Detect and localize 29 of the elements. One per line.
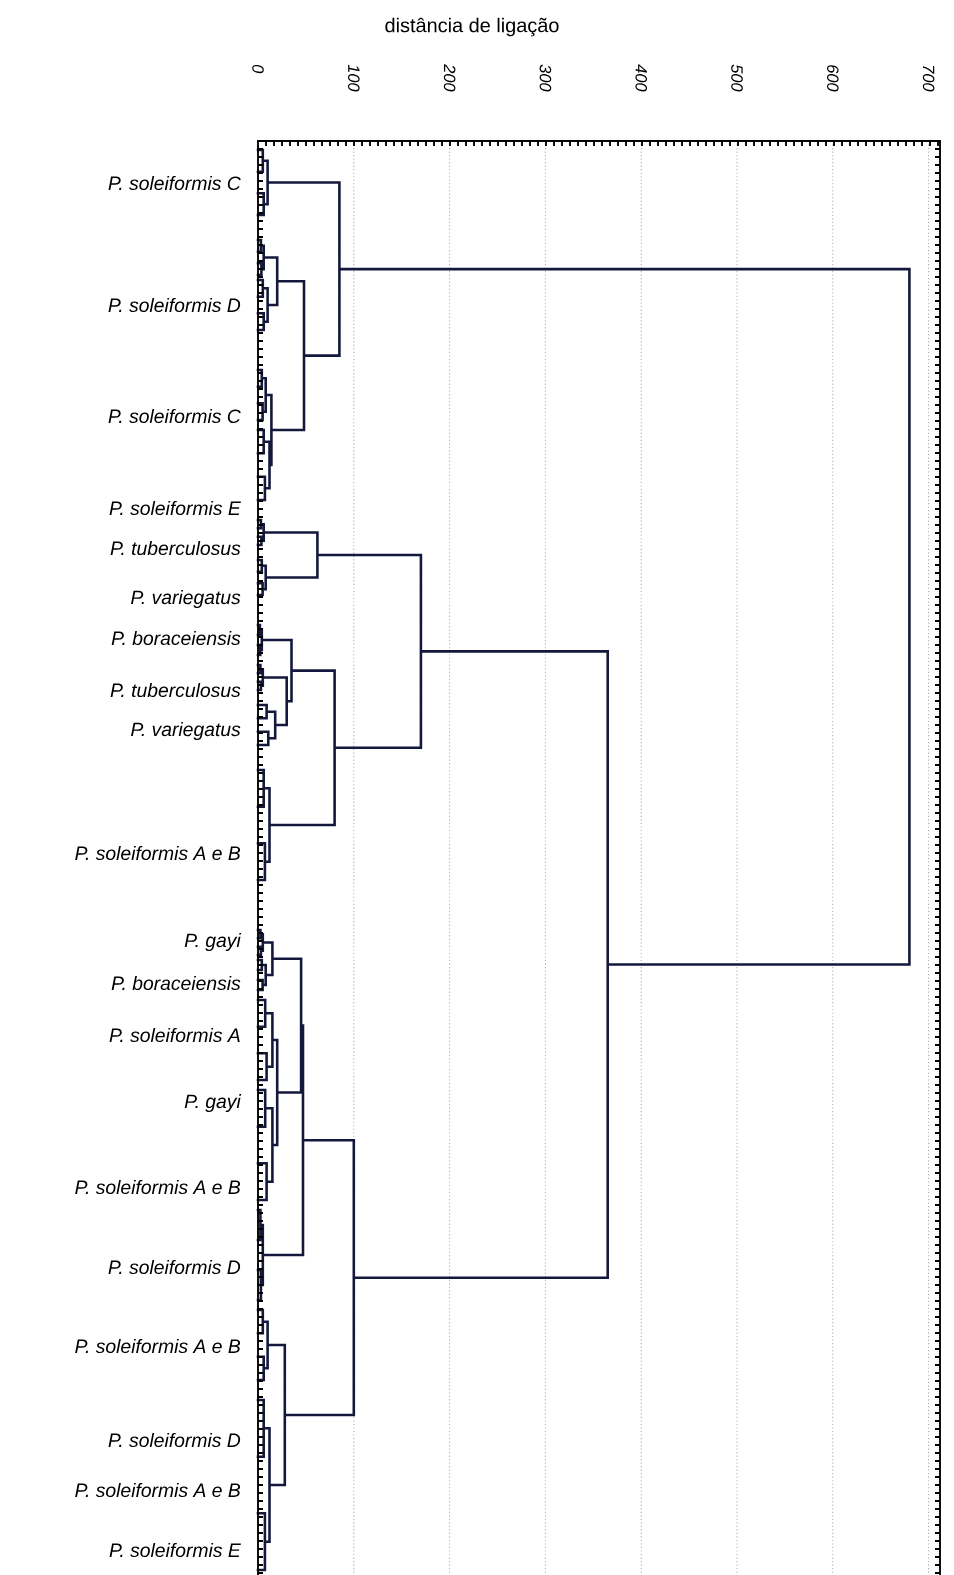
species-label: P. soleiformis D <box>108 297 241 313</box>
species-label: P. soleiformis A e B <box>75 1179 241 1195</box>
species-label: P. boraceiensis <box>111 630 241 646</box>
species-label: P. soleiformis D <box>108 1432 241 1448</box>
species-label: P. soleiformis A <box>109 1027 240 1043</box>
species-label: P. boraceiensis <box>111 975 241 991</box>
tick-label: 700 <box>922 65 935 92</box>
species-label: P. soleiformis A e B <box>75 1338 241 1354</box>
species-label: P. soleiformis A e B <box>75 1482 241 1498</box>
species-label: P. soleiformis E <box>109 500 241 516</box>
species-label: P. variegatus <box>131 590 241 608</box>
species-label: P. gayi <box>184 933 242 951</box>
tick-label: 100 <box>348 64 360 92</box>
tick-label: 600 <box>827 65 839 92</box>
tick-label: 300 <box>539 64 552 92</box>
species-label: P. soleiformis C <box>108 175 241 191</box>
axis-title: distância de ligação <box>385 17 559 37</box>
species-label: P. gayi <box>184 1094 242 1112</box>
tick-label: 200 <box>443 64 456 92</box>
species-label: P. variegatus <box>131 722 241 740</box>
species-label: P. soleiformis E <box>109 1542 241 1558</box>
species-label: P. soleiformis A e B <box>75 845 241 861</box>
species-label: P. tuberculosus <box>110 682 241 698</box>
species-label: P. soleiformis C <box>108 408 241 424</box>
tick-label: 0 <box>252 64 264 74</box>
species-label: P. tuberculosus <box>110 540 241 556</box>
tick-label: 500 <box>731 64 743 92</box>
tick-label: 400 <box>635 64 648 92</box>
species-label: P. soleiformis D <box>108 1259 241 1275</box>
